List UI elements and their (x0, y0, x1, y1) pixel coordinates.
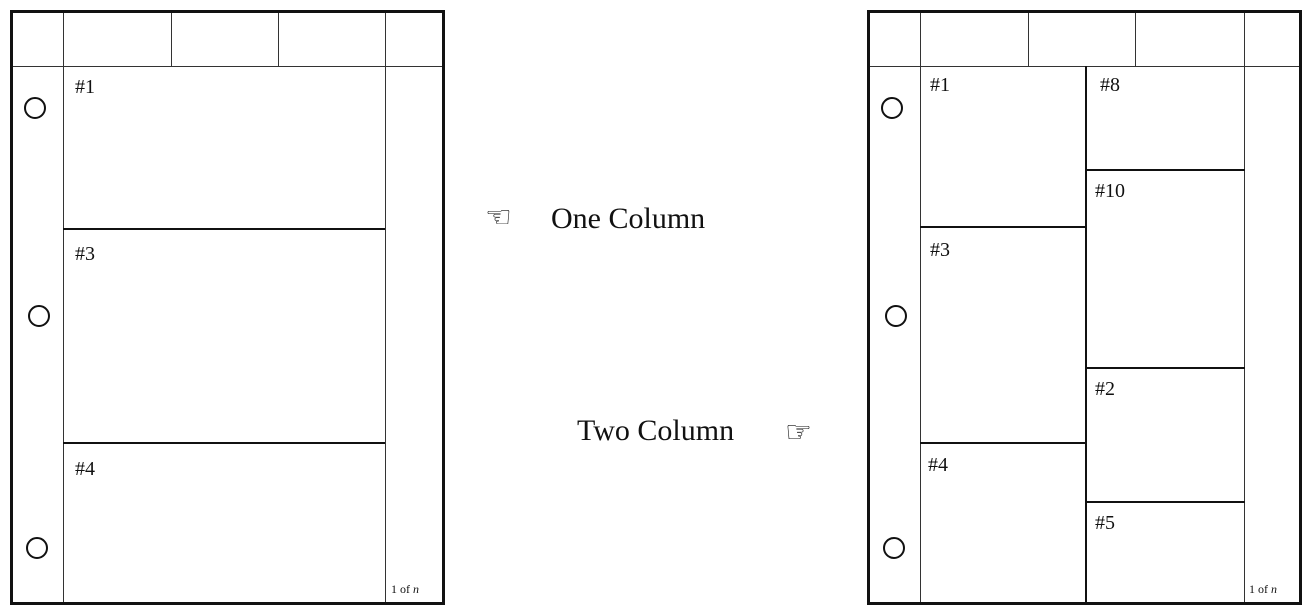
block-separator (920, 226, 1086, 228)
side-margin-line (1244, 13, 1245, 602)
page-counter-prefix: 1 of (1249, 582, 1268, 596)
two-column-caption: Two Column (577, 414, 735, 447)
block-label-5: #5 (1095, 512, 1115, 534)
block-separator (1085, 501, 1245, 503)
binding-margin-line (920, 13, 921, 602)
column-divider (1085, 66, 1087, 605)
page-counter: 1 of n (1249, 583, 1277, 595)
header-cell-divider (1135, 13, 1136, 66)
header-cell-divider (278, 13, 279, 66)
one-column-page: #1 #3 #4 1 of n (10, 10, 445, 605)
page-counter-total: n (1271, 582, 1277, 596)
block-separator (920, 442, 1086, 444)
two-column-page: #1 #3 #4 #8 #10 #2 #5 1 of n (867, 10, 1302, 605)
hand-pointing-right-icon: ☞ (785, 415, 812, 450)
block-label-8: #8 (1100, 74, 1120, 96)
block-separator (63, 442, 385, 444)
header-cell-divider (1028, 13, 1029, 66)
binding-margin-line (63, 13, 64, 602)
page-counter-prefix: 1 of (391, 582, 410, 596)
header-separator (870, 66, 1299, 67)
page-counter-total: n (413, 582, 419, 596)
block-label-4: #4 (928, 454, 948, 476)
block-label-4: #4 (75, 458, 95, 480)
binder-hole (885, 305, 907, 327)
hand-pointing-left-icon: ☜ (485, 200, 512, 235)
block-separator (63, 228, 385, 230)
block-separator (1085, 169, 1245, 171)
block-label-1: #1 (75, 76, 95, 98)
block-label-2: #2 (1095, 378, 1115, 400)
block-separator (1085, 367, 1245, 369)
side-margin-line (385, 13, 386, 602)
binder-hole (26, 537, 48, 559)
binder-hole (883, 537, 905, 559)
block-label-3: #3 (930, 239, 950, 261)
one-column-caption: One Column (551, 202, 706, 235)
block-label-3: #3 (75, 243, 95, 265)
block-label-1: #1 (930, 74, 950, 96)
header-separator (13, 66, 442, 67)
binder-hole (881, 97, 903, 119)
page-counter: 1 of n (391, 583, 419, 595)
binder-hole (28, 305, 50, 327)
block-label-10: #10 (1095, 180, 1125, 202)
binder-hole (24, 97, 46, 119)
header-cell-divider (171, 13, 172, 66)
